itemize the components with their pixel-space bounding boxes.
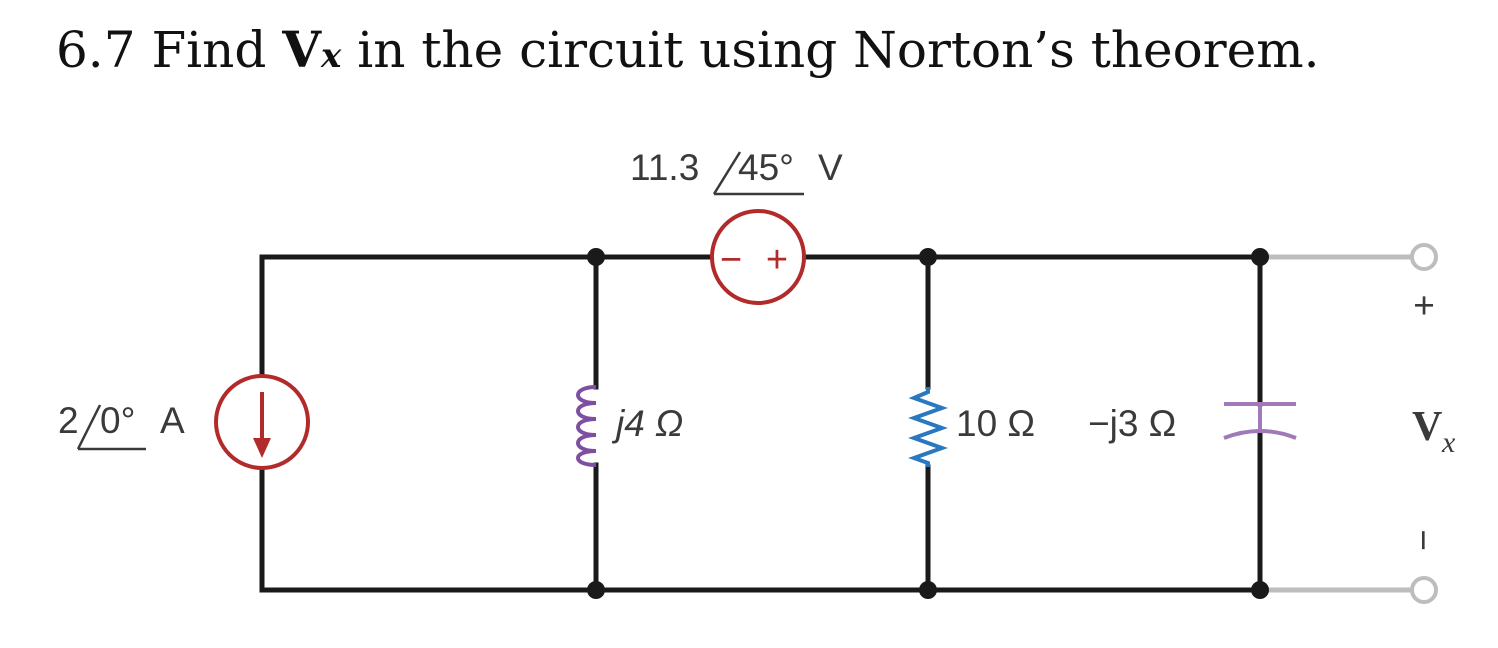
voltage-source-unit: V bbox=[818, 147, 843, 188]
current-source-magnitude: 2 bbox=[58, 400, 79, 441]
resistor-zigzag-icon bbox=[908, 387, 948, 467]
capacitor bbox=[1223, 402, 1297, 440]
output-voltage-symbol: V bbox=[1412, 404, 1442, 450]
junction-dot bbox=[919, 248, 937, 266]
output-terminal-bottom bbox=[1410, 576, 1438, 604]
junction-dots bbox=[587, 248, 1269, 599]
inductor-label: j4 Ω bbox=[611, 403, 683, 444]
output-terminal-top bbox=[1410, 243, 1438, 271]
wire-left-branch bbox=[259, 254, 599, 418]
output-leads bbox=[1260, 254, 1412, 593]
current-source-unit: A bbox=[160, 400, 185, 441]
output-voltage-label: V x bbox=[1412, 404, 1456, 459]
inductor bbox=[576, 385, 597, 467]
wire-left-branch-bottom bbox=[259, 452, 1263, 593]
problem-title: 6.7 Find Vx in the circuit using Norton’… bbox=[56, 20, 1320, 79]
resistor-label: 10 Ω bbox=[956, 403, 1035, 444]
current-source-angle-symbol bbox=[76, 404, 102, 450]
current-source-arrow-icon bbox=[253, 438, 271, 458]
inductor-coil-icon bbox=[576, 385, 597, 467]
capacitor-label: −j3 Ω bbox=[1088, 403, 1176, 444]
junction-dot bbox=[1251, 581, 1269, 599]
voltage-source-minus: − bbox=[720, 239, 742, 281]
output-plus: + bbox=[1413, 285, 1435, 326]
problem-variable-subscript: x bbox=[321, 36, 342, 76]
problem-text-after: in the circuit using Norton’s theorem. bbox=[357, 21, 1320, 79]
voltage-source-angle: 45° bbox=[738, 147, 794, 188]
voltage-source: − + bbox=[710, 209, 806, 305]
voltage-source-circle bbox=[710, 209, 806, 305]
current-source-label: 2 0° A bbox=[58, 400, 185, 451]
resistor bbox=[908, 387, 948, 467]
junction-dot bbox=[587, 581, 605, 599]
current-source bbox=[214, 374, 310, 470]
junction-dot bbox=[919, 581, 937, 599]
problem-variable: V bbox=[282, 20, 322, 79]
junction-dot bbox=[587, 248, 605, 266]
capacitor-plate-bottom bbox=[1223, 429, 1297, 440]
junction-dot bbox=[1251, 248, 1269, 266]
problem-text-before: Find bbox=[151, 21, 267, 79]
output-minus: − bbox=[1403, 529, 1444, 551]
output-voltage-subscript: x bbox=[1441, 426, 1456, 459]
voltage-source-plus: + bbox=[766, 239, 788, 281]
voltage-source-label: 11.3 45° V bbox=[630, 147, 843, 196]
problem-number: 6.7 bbox=[56, 21, 136, 79]
current-source-angle: 0° bbox=[100, 400, 135, 441]
voltage-source-magnitude: 11.3 bbox=[630, 147, 699, 188]
voltage-source-angle-symbol bbox=[712, 151, 742, 195]
